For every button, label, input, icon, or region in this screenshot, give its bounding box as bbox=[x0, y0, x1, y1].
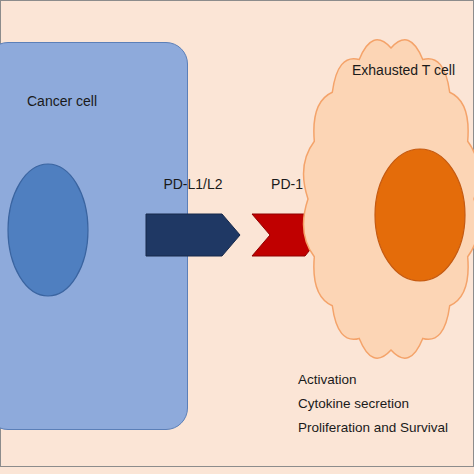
function-label: Activation bbox=[298, 372, 357, 387]
cancer-nucleus bbox=[8, 164, 88, 296]
node-label: Exhausted T cell bbox=[352, 62, 455, 78]
t-cell-nucleus bbox=[375, 149, 465, 281]
ligand-shape: PD-L1/L2 bbox=[146, 214, 240, 256]
node-label: PD-1 bbox=[271, 176, 303, 192]
ligand-arrow bbox=[146, 214, 240, 256]
node-label: PD-L1/L2 bbox=[163, 176, 222, 192]
pentagon-outline bbox=[146, 214, 240, 256]
node-label: Cancer cell bbox=[27, 93, 97, 109]
cloud-outline bbox=[304, 40, 474, 358]
function-label: Proliferation and Survival bbox=[298, 420, 448, 435]
function-label: Cytokine secretion bbox=[298, 396, 409, 411]
